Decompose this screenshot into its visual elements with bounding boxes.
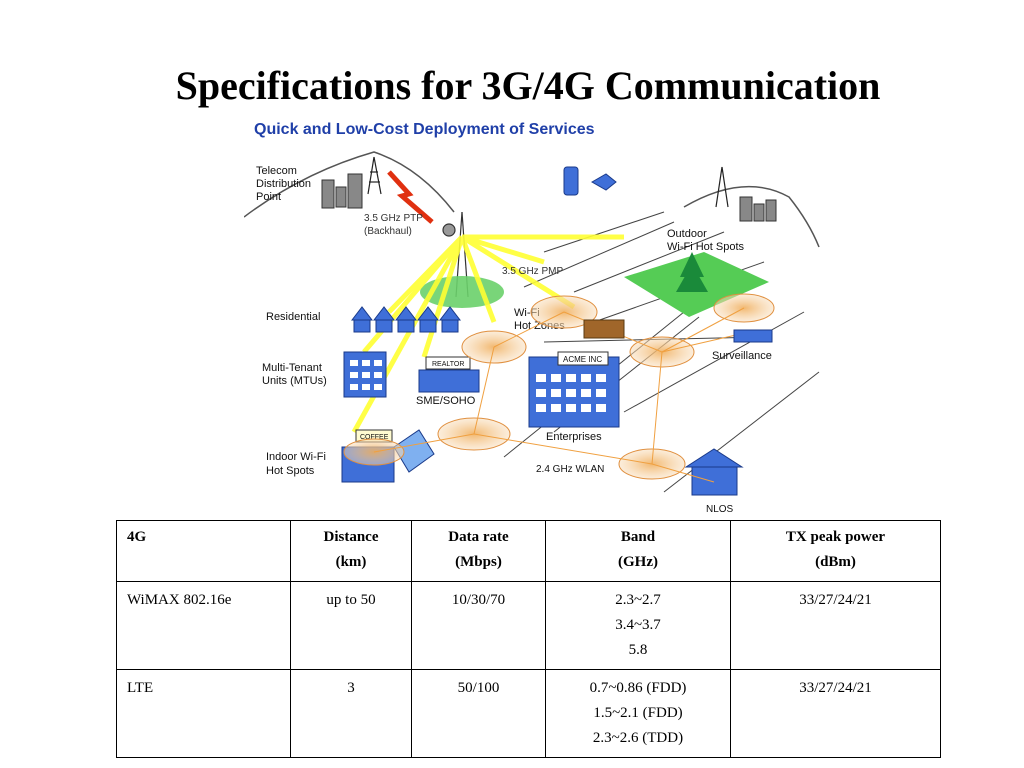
right-tower-icon [715, 166, 729, 208]
police-car-icon [733, 329, 773, 343]
mtu-label-1: Multi-Tenant [262, 362, 322, 374]
indoor-label-1: Indoor Wi-Fi [266, 451, 326, 463]
slide-title: Specifications for 3G/4G Communication [175, 63, 881, 108]
tower-icon [367, 156, 382, 195]
surveillance-label: Surveillance [712, 350, 772, 362]
cell-distance: up to 50 [290, 581, 412, 670]
backhaul-bolt [387, 170, 434, 224]
enterprises-label: Enterprises [546, 431, 602, 443]
telecom-label-1: Telecom [256, 165, 297, 177]
hill-right [683, 185, 820, 248]
mtu-building-icon [343, 351, 387, 398]
header-data-rate: Data rate(Mbps) [411, 520, 546, 582]
wireless-links [351, 234, 624, 434]
houses-icon [350, 306, 462, 333]
cell-data-rate: 10/30/70 [411, 581, 546, 670]
ptp-label-2: (Backhaul) [364, 226, 412, 237]
cell-tech: LTE [116, 669, 291, 758]
coffee-sign: COFFEE [360, 434, 389, 441]
cell-distance: 3 [290, 669, 412, 758]
diagram-heading: Quick and Low-Cost Deployment of Service… [254, 121, 595, 138]
table-header-row: 4G Distance(km) Data rate(Mbps) Band(GHz… [116, 520, 941, 582]
table-row: LTE 3 50/100 0.7~0.86 (FDD)1.5~2.1 (FDD)… [116, 669, 941, 758]
header-band: Band(GHz) [545, 520, 731, 582]
right-server-buildings-icon [739, 196, 777, 222]
outdoor-label-2: Wi-Fi Hot Spots [667, 241, 745, 253]
van-icon [583, 319, 625, 339]
mtu-label-2: Units (MTUs) [262, 375, 327, 387]
acme-sign: ACME INC [563, 355, 602, 364]
outdoor-label-1: Outdoor [667, 228, 707, 240]
indoor-label-2: Hot Spots [266, 465, 315, 477]
cell-tx-power: 33/27/24/21 [730, 669, 941, 758]
tree-icon [676, 252, 708, 292]
telecom-label-2: Distribution [256, 178, 311, 190]
wlan-label: 2.4 GHz WLAN [536, 464, 604, 475]
telecom-label-3: Point [256, 191, 281, 203]
cell-data-rate: 50/100 [411, 669, 546, 758]
header-4g: 4G [116, 520, 291, 582]
sme-building-icon: REALTOR [418, 356, 480, 393]
realtor-sign: REALTOR [432, 361, 464, 368]
spec-table: 4G Distance(km) Data rate(Mbps) Band(GHz… [116, 520, 941, 758]
nlos-house-icon [684, 448, 744, 496]
server-buildings-icon [321, 173, 363, 209]
enterprise-building-icon: ACME INC [528, 351, 620, 428]
header-distance: Distance(km) [290, 520, 412, 582]
pmp-label: 3.5 GHz PMP [502, 266, 563, 277]
hill-left [244, 151, 455, 218]
cell-tech: WiMAX 802.16e [116, 581, 291, 670]
ptp-label-1: 3.5 GHz PTP [364, 213, 423, 224]
network-deployment-diagram: Quick and Low-Cost Deployment of Service… [244, 121, 820, 515]
cell-band: 0.7~0.86 (FDD)1.5~2.1 (FDD)2.3~2.6 (TDD) [545, 669, 731, 758]
datacenter-icon [563, 166, 617, 196]
sme-label: SME/SOHO [416, 395, 476, 407]
header-tx-power: TX peak power(dBm) [730, 520, 941, 582]
nlos-label: NLOS [706, 504, 734, 515]
cell-tx-power: 33/27/24/21 [730, 581, 941, 670]
residential-label: Residential [266, 311, 320, 323]
